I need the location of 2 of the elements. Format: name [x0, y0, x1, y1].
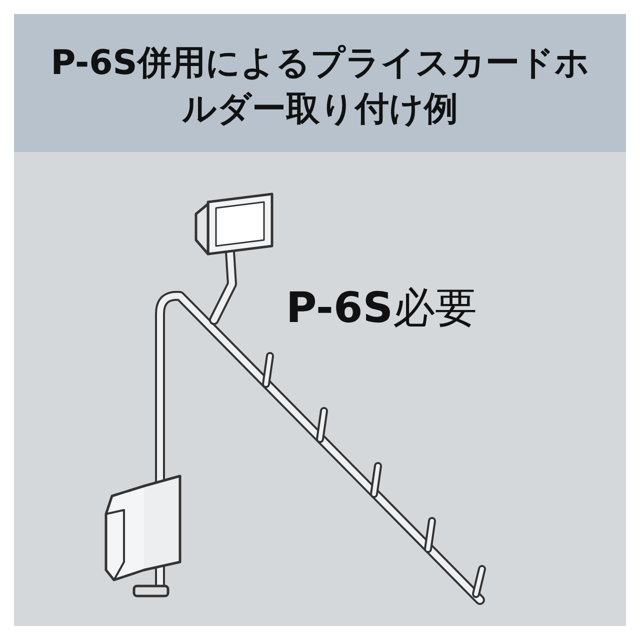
- title: P-6S併用によるプライスカードホルダー取り付け例: [50, 42, 590, 131]
- requirement-note: P-6S必要: [286, 282, 477, 334]
